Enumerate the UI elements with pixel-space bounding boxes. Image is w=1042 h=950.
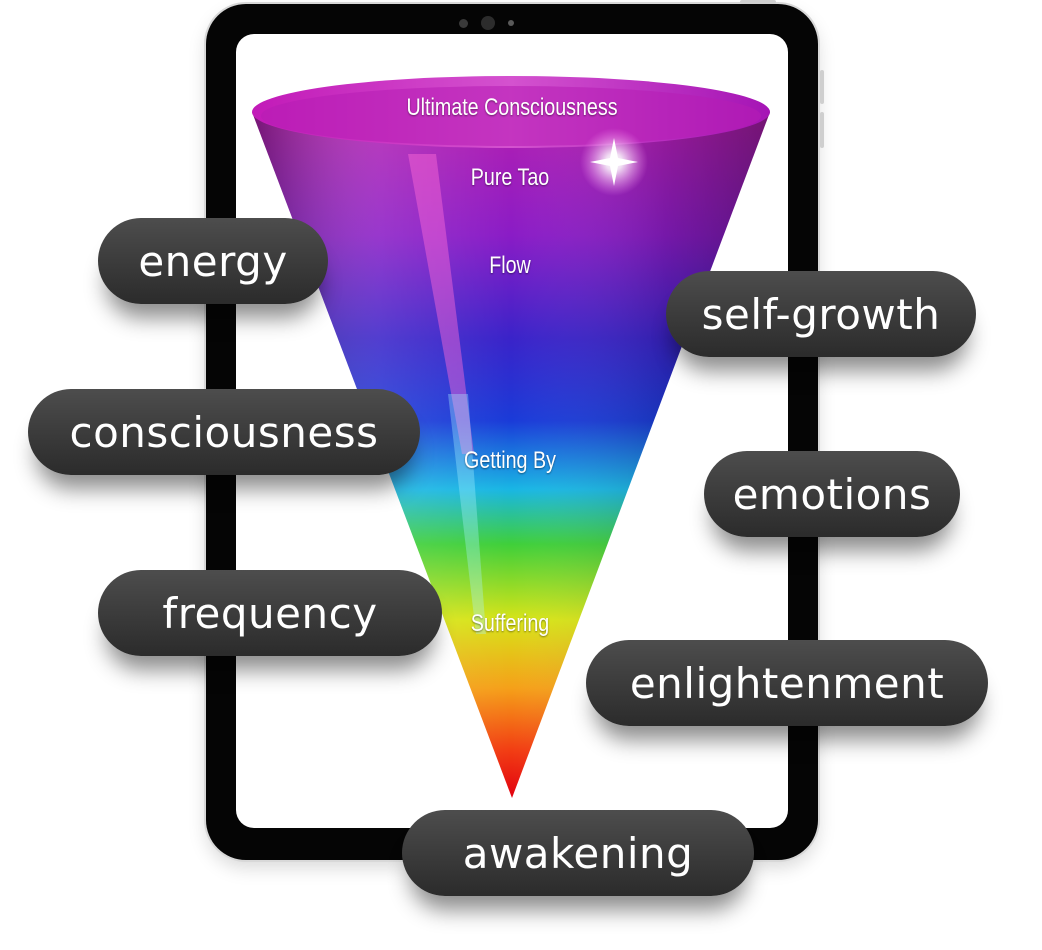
tag-pill-self-growth: self-growth (666, 271, 976, 357)
tag-pill-consciousness: consciousness (28, 389, 420, 475)
cone-level-flow: Flow (489, 252, 531, 279)
cone-level-pure-tao: Pure Tao (470, 164, 550, 191)
cone-level-getting-by: Getting By (464, 447, 556, 474)
tag-pill-frequency: frequency (98, 570, 442, 656)
tag-pill-emotions: emotions (704, 451, 960, 537)
tablet-screen: Ultimate Consciousness Pure Tao Flow Get… (236, 34, 788, 828)
consciousness-cone-graphic (252, 76, 770, 798)
cone-level-suffering: Suffering (470, 610, 550, 637)
sensor-dot (508, 20, 514, 26)
camera-dot-left (459, 19, 468, 28)
camera-lens-icon (481, 16, 495, 30)
tag-pill-enlightenment: enlightenment (586, 640, 988, 726)
cone-level-ultimate-consciousness: Ultimate Consciousness (406, 94, 618, 121)
camera-bar (206, 16, 818, 30)
top-button (740, 0, 776, 4)
volume-button (820, 70, 824, 104)
power-button (820, 112, 824, 148)
tag-pill-energy: energy (98, 218, 328, 304)
tag-pill-awakening: awakening (402, 810, 754, 896)
